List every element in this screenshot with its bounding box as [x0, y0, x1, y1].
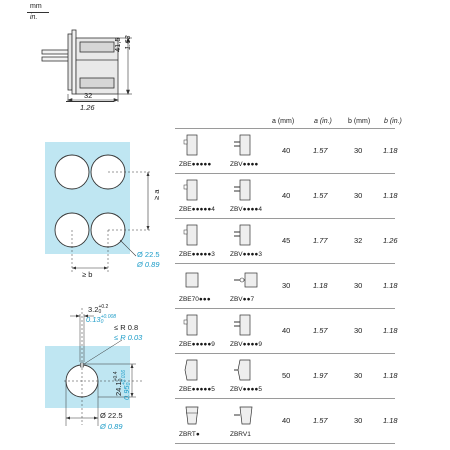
- row-code-secondary: ZBV●●●●4: [230, 206, 262, 213]
- cell-a-in: 1.57: [313, 146, 328, 155]
- zbv-block-icon: [234, 272, 258, 288]
- height-in-label: 1.63: [123, 35, 132, 50]
- row-code-secondary: ZBV●●●●9: [230, 341, 262, 348]
- row-code-secondary: ZBRV1: [230, 431, 251, 438]
- zbv-block-icon: [234, 359, 251, 381]
- cell-b-mm: 30: [354, 191, 363, 200]
- unit-mm-label: mm: [30, 3, 42, 10]
- table-row: ZBE●●●●● ZBV●●●● 40 1.57 30 1.18: [175, 128, 398, 173]
- zbe-block-icon: [183, 224, 198, 246]
- table-row: ZBE●●●●●5 ZBV●●●●5 50 1.97 30 1.18: [175, 353, 398, 398]
- single-dia-mm-label: Ø 22.5: [100, 411, 123, 420]
- cell-a-mm: 50: [282, 371, 291, 380]
- cell-b-in: 1.26: [383, 236, 398, 245]
- header-a-in: a (in.): [314, 118, 332, 125]
- cell-b-in: 1.18: [383, 416, 398, 425]
- radius-in-label: ≤ R 0.03: [114, 333, 143, 342]
- row-code-primary: ZBRT●: [179, 431, 200, 438]
- cell-a-in: 1.18: [313, 281, 328, 290]
- zbv-block-icon: [234, 224, 251, 246]
- width-mm-label: 32: [84, 91, 93, 100]
- zbe-block-icon: [183, 314, 198, 336]
- dim-b-label: ≥ b: [82, 270, 93, 279]
- cell-a-in: 1.57: [313, 416, 328, 425]
- table-row: ZBE●●●●●3 ZBV●●●●3 45 1.77 32 1.26: [175, 218, 398, 263]
- cell-b-mm: 32: [354, 236, 363, 245]
- cell-a-mm: 40: [282, 191, 291, 200]
- zbv-block-icon: [234, 314, 251, 336]
- zbe-block-icon: [184, 359, 198, 381]
- width-divider: [66, 101, 114, 102]
- header-a-mm: a (mm): [272, 118, 295, 125]
- row-code-secondary: ZBV●●●●: [230, 161, 259, 168]
- zbe-block-icon: [185, 272, 199, 288]
- hole-dia-in-label: Ø 0.89: [137, 260, 160, 269]
- table-row: ZBE●●●●●9 ZBV●●●●9 40 1.57 30 1.18: [175, 308, 398, 353]
- cell-a-mm: 40: [282, 146, 291, 155]
- row-code-primary: ZBE●●●●●4: [179, 206, 215, 213]
- zbe-block-icon: [183, 179, 198, 201]
- row-code-secondary: ZBV●●7: [230, 296, 255, 303]
- row-code-primary: ZBE●●●●●3: [179, 251, 215, 258]
- row-code-secondary: ZBV●●●●3: [230, 251, 262, 258]
- cell-b-mm: 30: [354, 146, 363, 155]
- cell-b-mm: 30: [354, 416, 363, 425]
- zbe-block-icon: [183, 134, 198, 156]
- cell-a-in: 1.77: [313, 236, 328, 245]
- row-code-primary: ZBE●●●●●: [179, 161, 212, 168]
- header-b-in: b (in.): [384, 118, 402, 125]
- zbrv-block-icon: [234, 406, 253, 425]
- row-code-primary: ZBE●●●●●9: [179, 341, 215, 348]
- cell-a-in: 1.57: [313, 191, 328, 200]
- cell-b-in: 1.18: [383, 191, 398, 200]
- dim-a-label: ≥ a: [152, 189, 161, 200]
- row-code-primary: ZBE●●●●●5: [179, 386, 215, 393]
- header-b-mm: b (mm): [348, 118, 371, 125]
- cell-a-mm: 30: [282, 281, 291, 290]
- hole-dia-mm-label: Ø 22.5: [137, 250, 160, 259]
- cell-b-in: 1.18: [383, 146, 398, 155]
- table-row: ZBE●●●●●4 ZBV●●●●4 40 1.57 30 1.18: [175, 173, 398, 218]
- hole-pattern-drawing: [45, 142, 152, 272]
- side-view-drawing: [41, 29, 132, 102]
- height-mm-label: 41,5: [113, 37, 122, 52]
- cell-b-in: 1.18: [383, 326, 398, 335]
- table-row: ZBE70●●● ZBV●●7 30 1.18 30 1.18: [175, 263, 398, 308]
- radius-mm-label: ≤ R 0.8: [114, 323, 139, 332]
- row-code-primary: ZBE70●●●: [179, 296, 211, 303]
- single-dia-in-label: Ø 0.89: [100, 422, 123, 431]
- cell-a-mm: 40: [282, 416, 291, 425]
- unit-in-label: in.: [30, 14, 38, 21]
- zbv-block-icon: [234, 179, 251, 201]
- cell-b-in: 1.18: [383, 371, 398, 380]
- cell-a-in: 1.97: [313, 371, 328, 380]
- cell-b-mm: 30: [354, 281, 363, 290]
- cell-b-mm: 30: [354, 371, 363, 380]
- width-in-label: 1.26: [80, 103, 95, 112]
- single-hole-drawing: [45, 308, 142, 426]
- cell-a-mm: 40: [282, 326, 291, 335]
- cell-a-mm: 45: [282, 236, 291, 245]
- unit-divider: [27, 12, 49, 13]
- cell-b-in: 1.18: [383, 281, 398, 290]
- table-row: ZBRT● ZBRV1 40 1.57 30 1.18: [175, 398, 398, 444]
- zbrt-block-icon: [185, 406, 199, 425]
- cell-b-mm: 30: [354, 326, 363, 335]
- row-code-secondary: ZBV●●●●5: [230, 386, 262, 393]
- cell-a-in: 1.57: [313, 326, 328, 335]
- zbv-block-icon: [234, 134, 251, 156]
